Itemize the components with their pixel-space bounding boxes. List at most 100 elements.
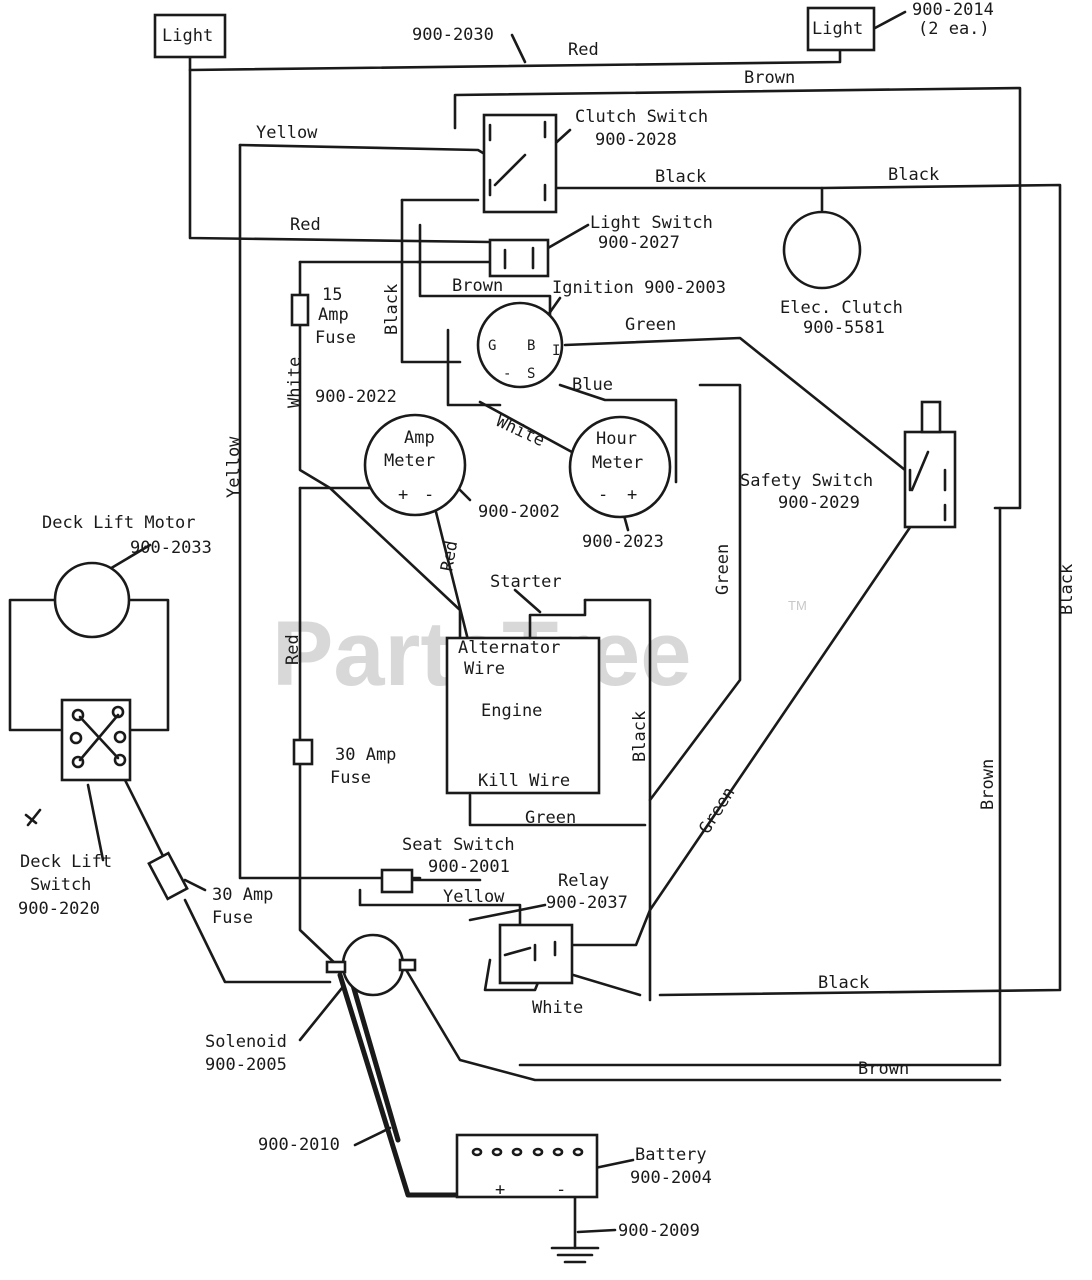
elec-clutch-part: 900-5581 xyxy=(803,318,885,338)
fuse-30a-deck xyxy=(147,851,189,901)
starter-label: Starter xyxy=(490,572,562,592)
fuse-30a-main xyxy=(292,738,314,766)
seat-switch-box xyxy=(380,868,414,894)
watermark-tm: TM xyxy=(788,598,807,613)
seat-switch-part: 900-2001 xyxy=(428,857,510,877)
label-brown-right: Brown xyxy=(978,759,998,810)
label-white-fuse: White xyxy=(285,357,305,408)
ground-part: 900-2009 xyxy=(618,1221,700,1241)
ign-i: I xyxy=(552,343,560,359)
fuse30b-2: Fuse xyxy=(212,908,253,928)
ground-symbol xyxy=(550,1246,600,1264)
hour-minus: - xyxy=(598,485,608,505)
wire-black-clutch-1 xyxy=(553,186,824,212)
leader-deck-motor xyxy=(106,543,152,572)
wire-brown-mid xyxy=(418,223,552,317)
wire-red-left xyxy=(188,68,492,244)
relay-part: 900-2037 xyxy=(546,893,628,913)
leader-deck-switch xyxy=(86,783,105,862)
label-red-left: Red xyxy=(290,215,321,235)
fuse15-c: Fuse xyxy=(315,328,356,348)
fuse15-a: 15 xyxy=(322,285,342,305)
ign-b: B xyxy=(527,338,535,354)
fuse-15a xyxy=(290,293,310,327)
wire-yellow-top xyxy=(238,143,522,177)
kill-wire-label: Kill Wire xyxy=(478,771,570,791)
deck-motor-label: Deck Lift Motor xyxy=(42,513,196,533)
engine-box xyxy=(445,636,601,795)
wire-color-labels: Red Brown Yellow Black Black Red Brown B… xyxy=(224,40,1077,1079)
light-left-box xyxy=(153,13,227,59)
wire-brown-bottom xyxy=(403,966,1002,1082)
leader-cable xyxy=(353,1126,392,1147)
wire-yellow-left xyxy=(238,143,422,880)
engine-label: Engine xyxy=(481,701,542,721)
wire-green-engine xyxy=(468,793,647,827)
wire-black-clutch-2 xyxy=(658,183,1062,997)
wire-red-vert xyxy=(298,486,342,970)
amp-meter-text-1: Amp xyxy=(404,428,435,448)
label-green-engine: Green xyxy=(525,808,576,828)
ign-g: G xyxy=(488,338,496,354)
deck-motor-part: 900-2033 xyxy=(130,538,212,558)
leader-fuse30b xyxy=(183,878,207,892)
label-black-vert: Black xyxy=(382,284,402,335)
wire-deck-motor-right xyxy=(123,598,170,732)
light-switch-box xyxy=(488,238,550,278)
fuse30b-1: 30 Amp xyxy=(212,885,273,905)
ign-minus: - xyxy=(503,366,511,382)
label-yellow-top: Yellow xyxy=(256,123,318,143)
elec-clutch-label: Elec. Clutch xyxy=(780,298,903,318)
leader-solenoid xyxy=(298,986,344,1042)
wire-ign-left xyxy=(446,328,502,407)
cable-battery-lead xyxy=(347,972,401,1143)
amp-meter xyxy=(363,413,467,517)
wire-red-top xyxy=(188,48,842,72)
wire-red-amp xyxy=(428,486,470,642)
deck-switch-part: 900-2020 xyxy=(18,899,100,919)
light-part-label: 900-2014 xyxy=(912,0,994,20)
hour-meter-text-2: Meter xyxy=(592,453,643,473)
hour-meter-text-1: Hour xyxy=(596,429,637,449)
alternator-label-2: Wire xyxy=(464,659,505,679)
wire-green-right xyxy=(648,383,742,802)
light-left-label: Light xyxy=(162,26,213,46)
leader-starter xyxy=(513,588,542,614)
solenoid-part: 900-2005 xyxy=(205,1055,287,1075)
leader-light-part xyxy=(873,10,907,30)
leader-battery xyxy=(593,1158,635,1170)
label-red-amp: Red xyxy=(437,539,462,573)
leader-light-switch xyxy=(546,223,590,250)
label-brown-bottom: Brown xyxy=(858,1059,909,1079)
hour-plus: + xyxy=(627,485,637,505)
wire-brown-right xyxy=(518,506,1002,1067)
label-red-vert: Red xyxy=(283,634,303,665)
hour-meter xyxy=(568,415,672,519)
label-white-diag: White xyxy=(493,411,548,451)
label-yellow-seat: Yellow xyxy=(443,887,505,907)
light-switch-contacts xyxy=(503,246,535,270)
amp-meter-text-2: Meter xyxy=(384,451,435,471)
light-switch-label: Light Switch xyxy=(590,213,713,233)
label-red-top: Red xyxy=(568,40,599,60)
wire-brown-top xyxy=(453,86,1022,510)
light-right-box xyxy=(806,6,876,52)
amp-plus: + xyxy=(398,485,408,505)
alternator-label-1: Alternator xyxy=(458,638,560,658)
wire-green-ign xyxy=(563,336,907,472)
safety-switch-plunger xyxy=(920,400,942,434)
hour-meter-part: 900-2023 xyxy=(582,532,664,552)
label-yellow-left: Yellow xyxy=(224,436,244,498)
leader-ignition xyxy=(546,296,562,317)
light-qty-label: (2 ea.) xyxy=(918,19,990,39)
label-green-diag: Green xyxy=(695,784,739,838)
ignition-label: Ignition 900-2003 xyxy=(552,278,726,298)
leader-ground xyxy=(576,1228,617,1234)
light-right-label: Light xyxy=(812,19,863,39)
elec-clutch xyxy=(782,210,862,290)
clutch-switch-label: Clutch Switch xyxy=(575,107,708,127)
starter-terminal xyxy=(528,598,587,640)
label-white-relay: White xyxy=(532,998,583,1018)
fuse30a-1: 30 Amp xyxy=(335,745,396,765)
